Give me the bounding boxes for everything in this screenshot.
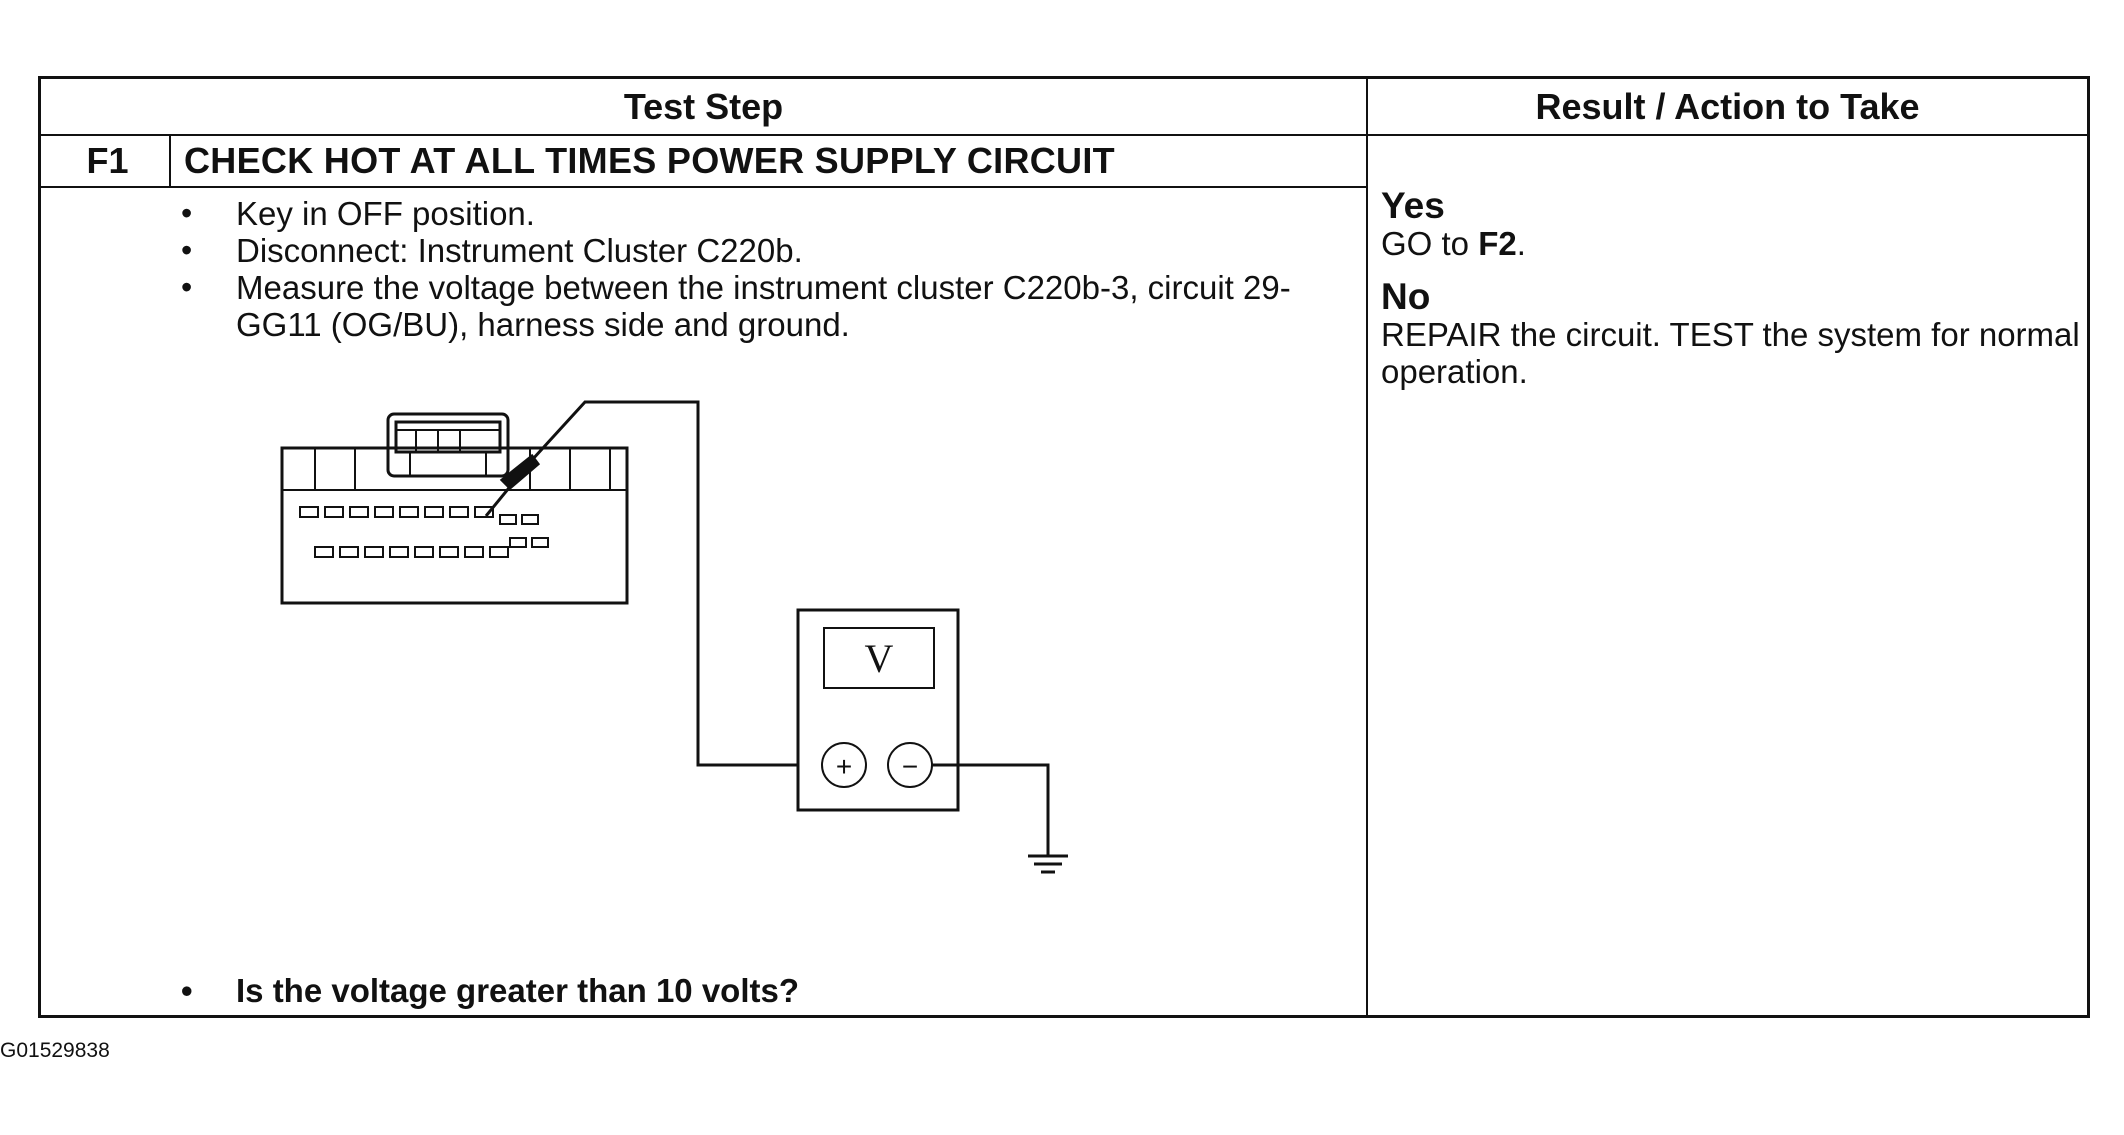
voltmeter: V + − [796, 608, 960, 812]
next-step-ref: F2 [1478, 225, 1517, 262]
step-title-divider [41, 186, 1366, 188]
result-no-label: No [1381, 276, 1431, 317]
minus-terminal-label: − [902, 751, 918, 782]
step-title: CHECK HOT AT ALL TIMES POWER SUPPLY CIRC… [184, 140, 1115, 181]
test-probe [484, 400, 798, 767]
header-test-step: Test Step [623, 86, 784, 127]
test-step-table: Test Step Result / Action to Take F1 CHE… [38, 76, 2090, 1018]
ground-symbol [932, 763, 1068, 874]
connector-c220b [280, 412, 629, 605]
instruction-item: Measure the voltage between the instrume… [181, 269, 1361, 343]
voltage-measurement-diagram: V + − [280, 400, 1068, 874]
result-yes-label: Yes [1381, 185, 1445, 226]
step-id: F1 [86, 140, 129, 181]
meter-display-label: V [865, 636, 894, 681]
plus-terminal-label: + [836, 751, 852, 782]
header-result-action: Result / Action to Take [1535, 86, 1920, 127]
result-yes-action: GO to F2. [1381, 225, 1526, 262]
result-action-cell: Yes GO to F2. No REPAIR the circuit. TES… [1381, 185, 2081, 391]
test-question: Is the voltage greater than 10 volts? [181, 972, 1361, 1009]
header-divider [41, 134, 2087, 136]
step-id-divider [169, 136, 171, 186]
figure-code: G01529838 [0, 1039, 110, 1062]
result-no-action: REPAIR the circuit. TEST the system for … [1381, 316, 2080, 390]
instruction-item: Disconnect: Instrument Cluster C220b. [181, 232, 1361, 269]
column-divider [1366, 79, 1368, 1015]
instruction-list: Key in OFF position. Disconnect: Instrum… [181, 195, 1361, 343]
instruction-item: Key in OFF position. [181, 195, 1361, 232]
